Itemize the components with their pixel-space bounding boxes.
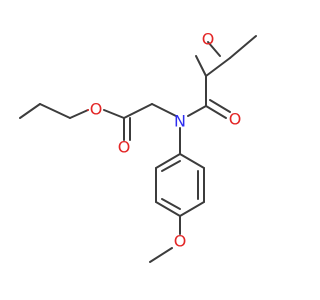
ch2-n-bond (151, 103, 177, 117)
ring-bond-4 (155, 201, 181, 217)
amide-nitrogen-label: N (174, 112, 186, 131)
amide-oxygen-label: O (229, 110, 242, 129)
epoxide-oxygen-label: O (202, 30, 215, 49)
bond-layer (19, 35, 257, 263)
ring-double-bond-6 (161, 160, 181, 172)
ester-c-ch2-bond (123, 103, 153, 119)
amide-double-bond-1 (205, 105, 227, 119)
ethyl-ch2-bond (39, 103, 71, 119)
ring-bond-1 (179, 153, 205, 169)
methoxy-bond (149, 247, 173, 263)
ethyl-ch3-ch2-bond (19, 103, 41, 119)
ester-o-carbonyl-bond (103, 109, 125, 119)
n-carbonyl-bond (187, 105, 207, 117)
methoxy-oxygen-label: O (174, 232, 187, 251)
ester-oxygen-label: O (90, 100, 103, 119)
ring-bond-6 (155, 153, 181, 169)
epoxide-c-c-bond (205, 57, 231, 77)
ring-double-bond-4 (161, 198, 181, 210)
ethyl-o-bond-left (69, 109, 89, 119)
amide-double-bond-2 (209, 99, 231, 113)
epoxide-c-o-left (195, 55, 207, 77)
carbonyl-oxygen-label: O (118, 138, 131, 157)
epoxide-methyl-bond (229, 35, 257, 59)
ring-bond-3 (179, 201, 205, 217)
epoxide-o-c-right (207, 41, 221, 57)
